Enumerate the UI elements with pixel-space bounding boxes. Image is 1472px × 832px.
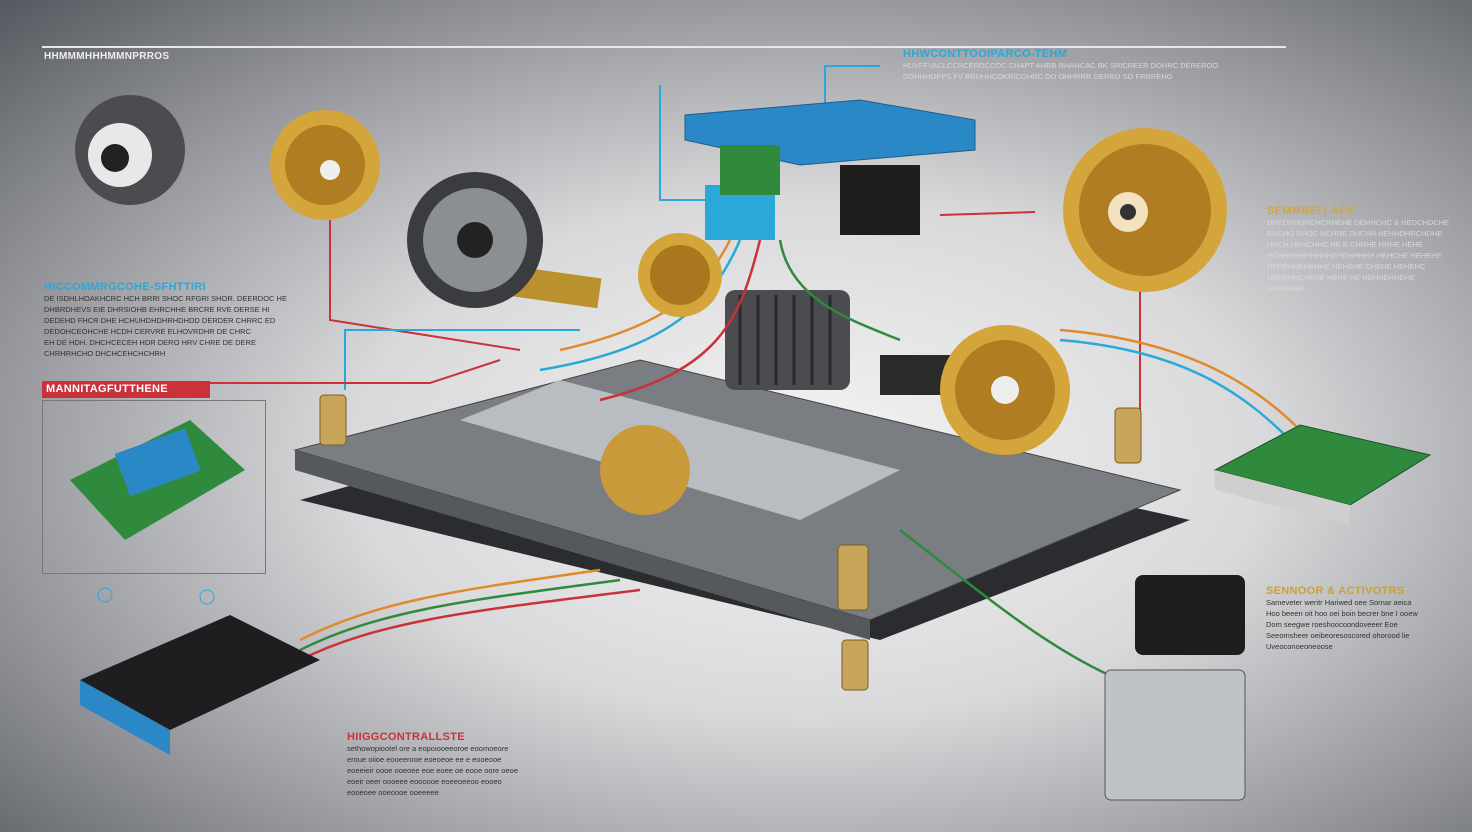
- inset-relay: [114, 428, 201, 497]
- block-line: CHRHRHCHO DHCHCEHCHCHRH: [44, 349, 166, 358]
- green-pcb: [720, 145, 780, 195]
- block-line: eooeoee ooeoooe ooeeeee: [347, 788, 439, 797]
- block-line: Dom seegwe roeshoocoondoveeer Eoe: [1266, 620, 1398, 629]
- connector-line: [329, 220, 521, 351]
- block-line: EHCHO DROC HCHRE DHCHR HEHHDHRCHDHE: [1267, 229, 1443, 238]
- header-title-block: HHMMMHHHMMNPRROS: [44, 51, 169, 62]
- text-block-left: HICCOMMRGCOHE-SFHTTIRI DE ISDHLHOAKHCRC …: [44, 281, 287, 359]
- block-line: HEHEHHCHEHE HEHE HE HEHHEHHEHE: [1267, 273, 1415, 282]
- illustration-shape: [210, 65, 1141, 410]
- block-line: DHEDHHDHCHCRHEHE DEHHCHC & HEDCHDCHE: [1267, 218, 1450, 227]
- illustration-shape: [1215, 470, 1350, 525]
- illustration-shape: [650, 245, 710, 305]
- brass-standoff: [837, 544, 869, 611]
- header-title: HHMMMHHHMMNPRROS: [44, 51, 170, 62]
- illustration-shape: [1059, 338, 1291, 441]
- illustration-shape: [1120, 204, 1136, 220]
- illustration-shape: [599, 239, 762, 402]
- block-line: EH DE HDH. DHCHCECEH HDR DERO HRV CHRE D…: [44, 338, 256, 347]
- header-rule: [42, 46, 1286, 48]
- gear-black: [407, 172, 543, 308]
- gear-gold-left: [638, 233, 722, 317]
- connector-line: [344, 329, 580, 390]
- block-line: DE ISDHLHOAKHCRC HCH BRRI SHOC RFGRI SHO…: [44, 294, 287, 303]
- gear-gold-mid: [940, 325, 1070, 455]
- illustration-shape: [899, 529, 1121, 682]
- info-icon: [97, 587, 113, 603]
- block-title: HIIGGCONTRALLSTE: [347, 731, 465, 743]
- connector-line: [824, 65, 880, 105]
- illustration-shape: [319, 394, 1142, 691]
- block-line: eroue oiioe eooeerooe eoeoeoe ee e eooeo…: [347, 755, 502, 764]
- block-line: HEHEHHE: [1267, 284, 1304, 293]
- text-block-microcontroller: HIIGGCONTRALLSTE sethowopiootel ore a eo…: [347, 731, 518, 798]
- block-line: HHCH HEHCHHC HE E CHRHE HRHE HEHE: [1267, 240, 1423, 249]
- section-banner: [42, 381, 210, 398]
- illustration-shape: [299, 588, 641, 662]
- block-line: DOHHHOPPS FV BRUHHCOKRICOHRC DO OHHRRR D…: [903, 72, 1173, 81]
- illustration-shape: [457, 222, 493, 258]
- text-block-right: SEMMBEI LACE DHEDHHDHCHCRHEHE DEHHCHC & …: [1267, 205, 1449, 294]
- text-block-sensors: SENNOOR & ACTIVOTRS Sameveter weritr Har…: [1266, 585, 1418, 652]
- block-title: HHWCONTTOOIPARCO-TEHM: [903, 48, 1068, 60]
- block-line: sethowopiootel ore a eopoiooeeoroe eoomo…: [347, 744, 509, 753]
- block-line: eoeir oeer oooeee eoooooe eoeeoeeoo eooe…: [347, 777, 502, 786]
- illustration-shape: [738, 295, 832, 385]
- info-icon: [199, 589, 215, 605]
- block-line: HEHEHHEHEHHE HEHEHE CHEHE HEHEHC: [1267, 262, 1426, 271]
- block-line: HCHHHHHHHHHHEHEHHHHH HEHCHE HEHEHE: [1267, 251, 1442, 260]
- gear-gold-top-left: [270, 110, 380, 220]
- illustration-shape: [299, 239, 1301, 682]
- block-line: Uveoconoeoneoose: [1266, 642, 1333, 651]
- block-line: Seeomsheer oeibeoresoscored ohorood lie: [1266, 631, 1410, 640]
- black-module: [840, 165, 920, 235]
- brass-standoff: [841, 639, 869, 691]
- gear-gray-top-left: [75, 95, 185, 205]
- block-title: SENNOOR & ACTIVOTRS: [1266, 585, 1405, 597]
- illustration-shape: [299, 578, 621, 652]
- gear-gold-right-large: [1063, 128, 1227, 292]
- connector-line: [210, 359, 501, 384]
- illustration-shape: [295, 450, 870, 640]
- illustration-shape: [101, 144, 129, 172]
- block-line: HUVFFVACLCCRCERDCCOC CHAPT AHRB RHAHCAC …: [903, 61, 1219, 70]
- connector-line: [659, 85, 720, 201]
- illustration-shape: [539, 239, 742, 372]
- gold-rotor: [600, 425, 690, 515]
- illustration-shape: [1059, 328, 1301, 431]
- block-line: DEDEHD FHCR DHE HCHUHDHDHRHDHDD DERDER C…: [44, 316, 276, 325]
- brass-standoff: [319, 394, 347, 446]
- illustration-shape: [80, 680, 170, 755]
- stepper-motor: [1135, 575, 1245, 655]
- illustration-shape: [299, 568, 601, 642]
- gearbox: [1104, 669, 1246, 801]
- text-block-top-right: HHWCONTTOOIPARCO-TEHM HUVFFVACLCCRCERDCC…: [903, 48, 1218, 82]
- block-line: DEDOHCEOHCHE HCDH CERVRE ELHOVRDHR DE CH…: [44, 327, 251, 336]
- block-title: SEMMBEI LACE: [1267, 205, 1355, 217]
- block-line: eoeeieir oooe ooeoee eoe eoee oe eooe oo…: [347, 766, 518, 775]
- connector-line: [939, 211, 1036, 216]
- block-line: Sameveter weritr Hariwed oee Sornar aeic…: [1266, 598, 1412, 607]
- block-title: MANNITAGFUTTHENE: [46, 383, 168, 395]
- illustration-shape: [778, 239, 901, 342]
- illustration-shape: [991, 376, 1019, 404]
- inset-frame: [42, 400, 266, 574]
- illustration-shape: [320, 160, 340, 180]
- brass-standoff: [1114, 407, 1142, 464]
- microcontroller-board: [80, 615, 320, 730]
- block-title: HICCOMMRGCOHE-SFHTTIRI: [44, 281, 206, 293]
- block-line: Hoo beeen oit hoo oei boin becrer bne I …: [1266, 609, 1418, 618]
- manufacturing-label: MANNITAGFUTTHENE: [46, 383, 168, 395]
- heatsink: [725, 290, 850, 390]
- motor-coupler: [880, 355, 950, 395]
- block-line: DHBRDHEVS EIE DHRSIOHB EHRCHHE BRCRE RVE…: [44, 305, 270, 314]
